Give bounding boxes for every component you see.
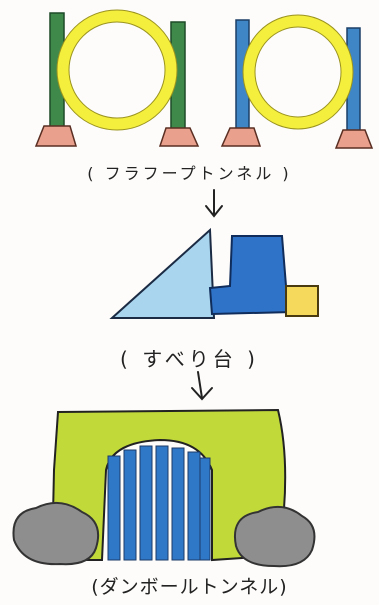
slide-step-cube [286,286,318,316]
hoop-left [63,16,171,124]
hoop-right-inline [255,27,341,117]
cardboard-tunnel-drawing [13,410,314,566]
base-right-2 [336,130,372,148]
slide-drawing [112,230,318,318]
hoop-left-inline [69,22,165,118]
arrow-down-icon [192,372,212,399]
rock-right [235,507,315,566]
base-left-2 [160,128,198,146]
slide-stairs [210,236,292,314]
hoop-right [249,21,347,123]
base-left-1 [36,126,76,146]
caption-slide: ( すべり台 ) [0,343,379,372]
hula-hoop-tunnel-drawing [36,10,372,148]
caption-cardboard-tunnel: (ダンボールトンネル) [0,572,379,599]
base-right-1 [222,128,260,146]
caption-hula-hoop-tunnel: ( フラフープトンネル ) [0,160,379,184]
hula-hoop-left [36,10,198,146]
tunnel-curtain [108,446,210,560]
slide-ramp [112,230,214,318]
hula-hoop-right [222,15,372,148]
arrow-down-icon [206,190,222,216]
